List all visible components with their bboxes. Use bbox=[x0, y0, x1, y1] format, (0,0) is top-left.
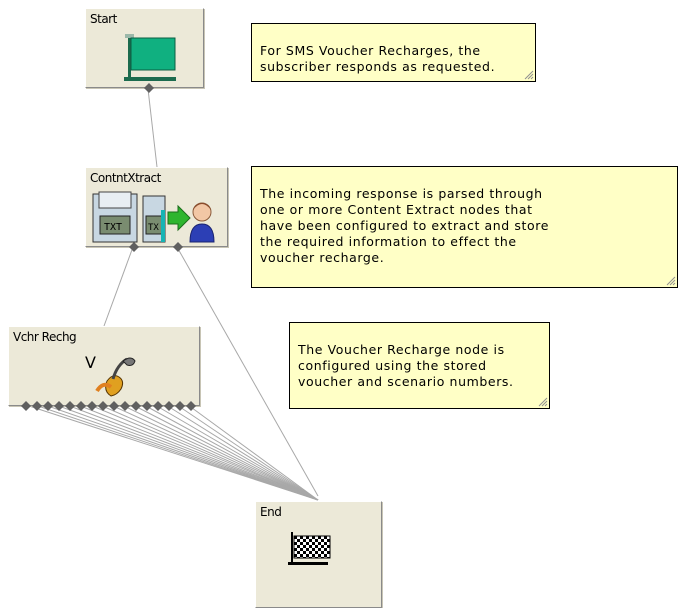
green-flag-icon bbox=[124, 34, 176, 81]
output-port-1[interactable] bbox=[129, 242, 139, 252]
output-port[interactable] bbox=[144, 83, 154, 93]
output-ports[interactable] bbox=[21, 401, 201, 411]
extract-note-text: The incoming response is parsed through … bbox=[260, 186, 550, 265]
start-note[interactable]: For SMS Voucher Recharges, the subscribe… bbox=[251, 23, 536, 82]
resize-grip-icon[interactable] bbox=[537, 396, 548, 407]
output-port-2[interactable] bbox=[173, 242, 183, 252]
connector-extract-recharge bbox=[103, 246, 134, 327]
content-extract-icon: TXT TX bbox=[92, 191, 215, 243]
extract-note[interactable]: The incoming response is parsed through … bbox=[251, 166, 678, 288]
content-extract-node-label: ContntXtract bbox=[90, 171, 161, 185]
start-node-label: Start bbox=[90, 12, 117, 26]
start-note-text: For SMS Voucher Recharges, the subscribe… bbox=[260, 43, 496, 74]
connector-recharge-end bbox=[25, 404, 319, 501]
svg-text:TXT: TXT bbox=[104, 222, 122, 233]
end-node-label: End bbox=[260, 505, 282, 519]
end-node[interactable]: End bbox=[255, 501, 382, 608]
voucher-recharge-node[interactable]: Vchr Rechg V bbox=[8, 326, 200, 411]
voucher-recharge-icon: V bbox=[85, 353, 136, 397]
checkered-flag-icon bbox=[288, 532, 331, 565]
connector-extract-end bbox=[176, 246, 319, 497]
connector-start-extract bbox=[147, 88, 158, 168]
voucher-recharge-node-label: Vchr Rechg bbox=[13, 330, 77, 344]
recharge-note-text: The Voucher Recharge node is configured … bbox=[298, 342, 514, 389]
svg-text:V: V bbox=[85, 353, 96, 372]
start-node[interactable]: Start bbox=[85, 8, 204, 93]
resize-grip-icon[interactable] bbox=[523, 69, 534, 80]
recharge-note[interactable]: The Voucher Recharge node is configured … bbox=[289, 322, 550, 409]
resize-grip-icon[interactable] bbox=[665, 275, 676, 286]
svg-text:TX: TX bbox=[148, 223, 159, 233]
content-extract-node[interactable]: ContntXtract TXT TX bbox=[85, 167, 228, 252]
